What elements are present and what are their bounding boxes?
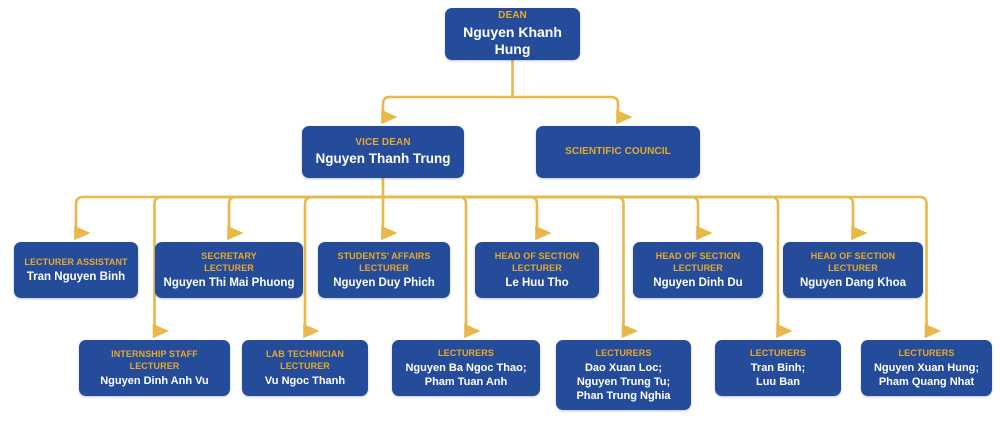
connector-path xyxy=(383,195,552,241)
node-title: LECTURERS xyxy=(595,348,652,358)
node-name: Le Huu Tho xyxy=(505,277,569,289)
connector-path xyxy=(381,95,513,125)
node-name: Nguyen Dinh Anh Vu xyxy=(100,375,209,387)
node-title: HEAD OF SECTION LECTURER xyxy=(655,251,741,273)
node-title: LAB TECHNICIAN LECTURER xyxy=(266,349,344,371)
connector-path xyxy=(512,95,633,125)
node-title: INTERNSHIP STAFF LECTURER xyxy=(111,349,198,371)
node-name: Nguyen Thanh Trung xyxy=(315,151,451,166)
node-name: Nguyen Ba Ngoc Thao; Pham Tuan Anh xyxy=(405,362,527,388)
node-name: Tran Binh; Luu Ban xyxy=(750,362,806,388)
node-title: LECTURERS xyxy=(898,348,955,358)
node-name: Vu Ngoc Thanh xyxy=(264,375,346,387)
org-node-vice-dean[interactable]: VICE DEAN Nguyen Thanh Trung xyxy=(302,126,464,178)
node-title: HEAD OF SECTION LECTURER xyxy=(494,251,580,273)
node-title: STUDENTS' AFFAIRS LECTURER xyxy=(337,251,431,273)
org-node-secretary[interactable]: SECRETARY LECTURER Nguyen Thi Mai Phuong xyxy=(155,242,303,298)
node-title: VICE DEAN xyxy=(355,137,411,148)
node-name: Nguyen Xuan Hung; Pham Quang Nhat xyxy=(873,362,980,388)
node-title: DEAN xyxy=(498,10,527,21)
org-node-head-of-section-1[interactable]: HEAD OF SECTION LECTURER Le Huu Tho xyxy=(475,242,599,298)
node-name: Tran Nguyen Binh xyxy=(26,271,126,283)
connector-path xyxy=(383,195,713,241)
node-title: LECTURER ASSISTANT xyxy=(24,257,128,267)
node-title: LECTURERS xyxy=(750,348,806,358)
connector-path xyxy=(383,195,868,241)
node-name: Nguyen Dinh Du xyxy=(653,277,743,289)
org-node-dean[interactable]: DEAN Nguyen Khanh Hung xyxy=(445,8,580,60)
node-name: Nguyen Duy Phich xyxy=(333,277,435,289)
node-title: HEAD OF SECTION LECTURER xyxy=(810,251,896,273)
node-title: SCIENTIFIC COUNCIL xyxy=(565,146,671,157)
node-name: Nguyen Dang Khoa xyxy=(799,277,907,289)
org-node-head-of-section-2[interactable]: HEAD OF SECTION LECTURER Nguyen Dinh Du xyxy=(633,242,763,298)
node-title: SECRETARY LECTURER xyxy=(201,251,257,273)
org-node-students-affairs[interactable]: STUDENTS' AFFAIRS LECTURER Nguyen Duy Phi… xyxy=(318,242,450,298)
org-node-lecturers-3[interactable]: LECTURERS Tran Binh; Luu Ban xyxy=(715,340,841,396)
node-name: Nguyen Khanh Hung xyxy=(463,24,562,57)
org-node-lecturers-1[interactable]: LECTURERS Nguyen Ba Ngoc Thao; Pham Tuan … xyxy=(392,340,540,396)
connector-path xyxy=(74,195,383,241)
org-node-head-of-section-3[interactable]: HEAD OF SECTION LECTURER Nguyen Dang Khoa xyxy=(783,242,923,298)
node-title: LECTURERS xyxy=(438,348,494,358)
org-node-lecturers-4[interactable]: LECTURERS Nguyen Xuan Hung; Pham Quang Nh… xyxy=(861,340,992,396)
org-node-lecturer-assistant[interactable]: LECTURER ASSISTANT Tran Nguyen Binh xyxy=(14,242,138,298)
org-node-internship-staff[interactable]: INTERNSHIP STAFF LECTURER Nguyen Dinh Anh… xyxy=(79,340,230,396)
node-name: Nguyen Thi Mai Phuong xyxy=(163,277,295,289)
org-node-lecturers-2[interactable]: LECTURERS Dao Xuan Loc; Nguyen Trung Tu; … xyxy=(556,340,691,410)
org-node-scientific-council[interactable]: SCIENTIFIC COUNCIL xyxy=(536,126,700,178)
node-name: Dao Xuan Loc; Nguyen Trung Tu; Phan Trun… xyxy=(576,362,671,402)
connector-path xyxy=(227,195,383,241)
org-node-lab-technician[interactable]: LAB TECHNICIAN LECTURER Vu Ngoc Thanh xyxy=(242,340,368,396)
